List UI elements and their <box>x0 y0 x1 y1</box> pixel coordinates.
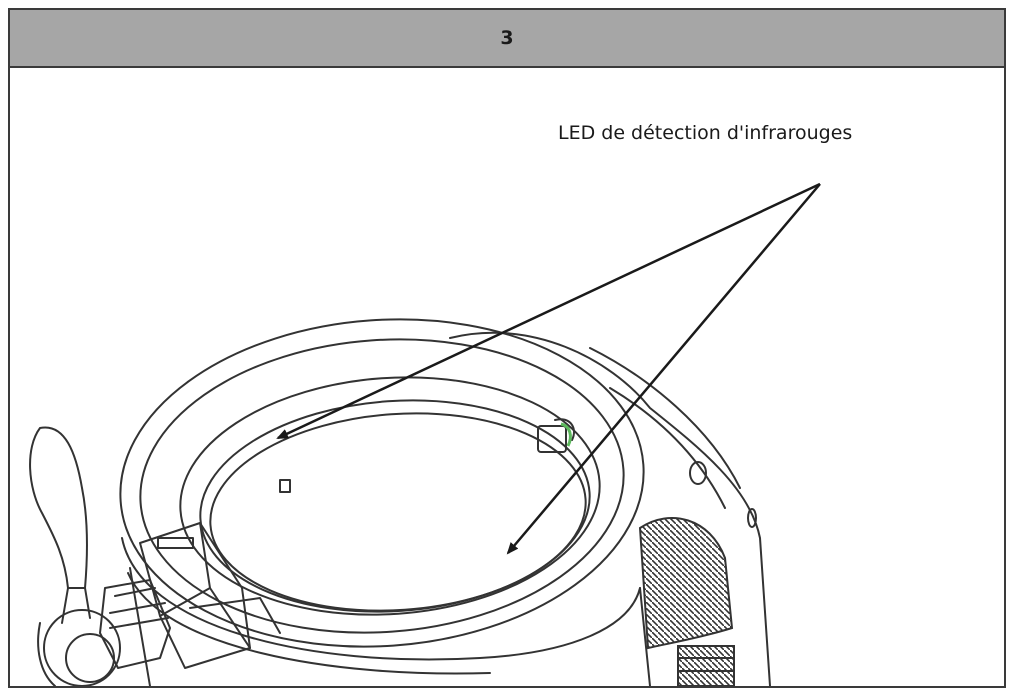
device-illustration <box>10 68 1004 686</box>
arrow-icon <box>276 182 821 440</box>
vent-grille <box>638 517 735 686</box>
instruction-panel: 3 <box>8 8 1006 688</box>
step-header: 3 <box>10 10 1004 68</box>
led-accent <box>560 422 572 447</box>
beer-tap-line-drawing <box>29 182 821 686</box>
device-outline <box>29 318 771 686</box>
callout-arrows <box>276 182 821 555</box>
step-number: 3 <box>500 27 514 49</box>
callout-label: LED de détection d'infrarouges <box>558 122 853 144</box>
arrow-icon <box>506 183 821 555</box>
